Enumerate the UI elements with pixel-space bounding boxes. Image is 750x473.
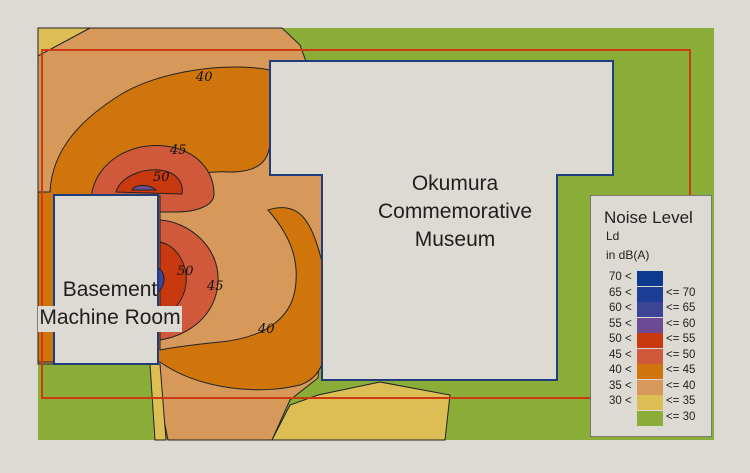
basement-label-line: Basement <box>62 278 158 301</box>
legend-row: 65 < <= 70 <box>591 286 713 302</box>
legend-swatch <box>637 271 663 286</box>
legend-row: 30 < <= 35 <box>591 395 713 410</box>
museum-label: Okumura Commemorative Museum <box>360 170 550 254</box>
legend-range-low: 35 < <box>609 379 632 392</box>
zone-30-35-bottom <box>271 381 451 441</box>
contour-label-50: 50 <box>177 264 194 279</box>
legend-row: 55 < <= 60 <box>591 317 713 333</box>
legend-range-low: 70 < <box>609 271 632 283</box>
legend-range-high: <= 50 <box>666 348 696 361</box>
contour-label-50: 50 <box>153 170 170 185</box>
legend-range-low: 65 < <box>609 286 632 299</box>
legend-range-low: 55 < <box>609 317 632 330</box>
museum-label-line: Okumura <box>411 172 499 195</box>
contour-label-40: 40 <box>257 322 275 337</box>
legend-row: <= 30 <box>591 410 713 426</box>
legend-range-low: 45 < <box>609 348 632 361</box>
contour-label-45: 45 <box>206 279 224 294</box>
legend-subtitle: Ld <box>606 229 620 243</box>
museum-label-line: Museum <box>414 228 496 251</box>
legend-row: 45 < <= 50 <box>591 348 713 364</box>
legend-range-high: <= 70 <box>666 286 696 299</box>
contour-label-40: 40 <box>195 70 213 85</box>
museum-building <box>269 60 614 381</box>
contour-label-45: 45 <box>169 143 187 158</box>
legend-row: 35 < <= 40 <box>591 379 713 395</box>
zone-50-55-upper <box>115 169 183 195</box>
noise-legend: Noise Level Ld in dB(A) 70 < 65 < <= 70 60 … <box>590 195 712 437</box>
legend-row: 50 < <= 55 <box>591 333 713 348</box>
legend-unit: in dB(A) <box>606 248 650 262</box>
legend-range-low: 30 < <box>609 395 632 407</box>
legend-range-low: 40 < <box>609 364 632 376</box>
basement-building <box>53 194 159 365</box>
legend-row: 60 < <= 65 <box>591 302 713 317</box>
legend-swatch <box>637 364 663 379</box>
legend-range-high: <= 65 <box>666 302 696 314</box>
legend-range-high: <= 60 <box>666 317 696 330</box>
legend-title: Noise Level <box>604 208 693 227</box>
legend-range-low: 50 < <box>609 333 632 345</box>
legend-swatch <box>637 317 663 333</box>
legend-range-high: <= 35 <box>666 395 696 407</box>
basement-label: Basement Machine Room <box>38 276 182 332</box>
legend-swatch <box>637 379 663 395</box>
legend-range-high: <= 40 <box>666 379 696 392</box>
zone-60-65-spot <box>131 185 158 191</box>
basement-label-line: Machine Room <box>39 306 181 329</box>
legend-row: 40 < <= 45 <box>591 364 713 379</box>
museum-label-line: Commemorative <box>377 200 533 223</box>
legend-swatch <box>637 410 663 426</box>
legend-swatch <box>637 348 663 364</box>
basement-label-backdrop <box>38 306 182 332</box>
legend-range-high: <= 45 <box>666 364 696 376</box>
legend-swatch <box>637 286 663 302</box>
legend-swatch <box>637 333 663 348</box>
legend-swatch <box>637 395 663 410</box>
legend-range-high: <= 30 <box>666 410 696 423</box>
legend-swatch <box>637 302 663 317</box>
legend-row: 70 < <box>591 271 713 286</box>
contour-labels: 40 45 50 50 45 40 <box>153 70 275 337</box>
legend-range-high: <= 55 <box>666 333 696 345</box>
legend-range-low: 60 < <box>609 302 632 314</box>
